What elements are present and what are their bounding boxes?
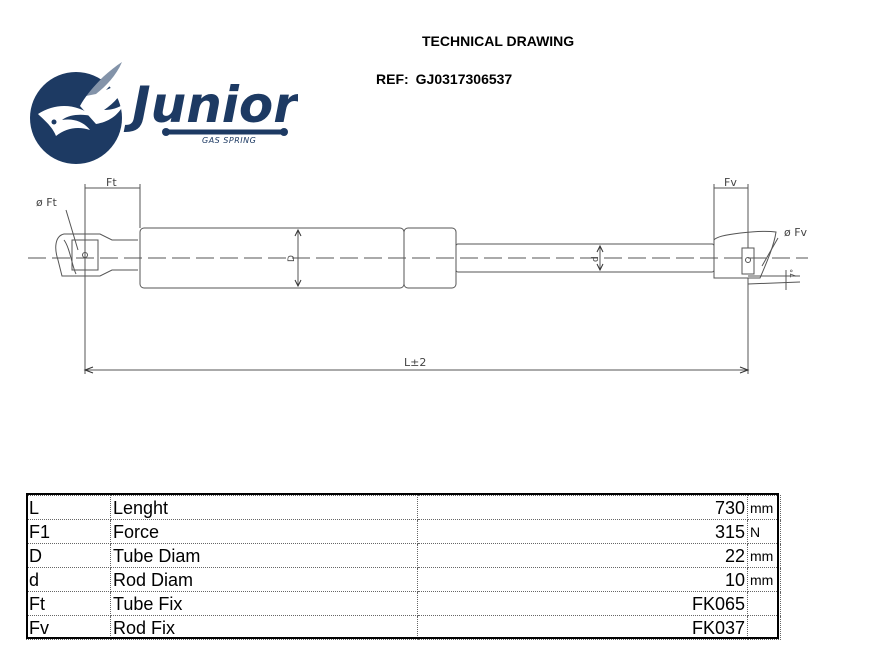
table-row: L Lenght 730 mm (26, 495, 781, 520)
piston-icon (162, 128, 288, 136)
row-value: 730 (417, 495, 748, 520)
row-label: Tube Fix (110, 591, 418, 616)
row-label: Force (110, 519, 418, 544)
ref-value: GJ0317306537 (415, 71, 513, 87)
brand-tagline: GAS SPRING (202, 136, 256, 145)
row-value: 315 (417, 519, 748, 544)
rod-fitting-socket (741, 247, 755, 275)
row-symbol: Ft (26, 591, 111, 616)
row-value: FK037 (417, 615, 748, 640)
row-symbol: L (26, 495, 111, 520)
table-row: d Rod Diam 10 mm (26, 567, 781, 592)
row-label: Rod Fix (110, 615, 418, 640)
fv-width-label: Fv (724, 176, 737, 189)
row-label: Tube Diam (110, 543, 418, 568)
row-unit: mm (747, 543, 781, 568)
spec-table: L Lenght 730 mm F1 Force 315 N D Tube Di… (26, 495, 781, 640)
row-value: 10 (417, 567, 748, 592)
row-label: Rod Diam (110, 567, 418, 592)
ft-diameter-label: ø Ft (36, 196, 58, 209)
table-row: Fv Rod Fix FK037 (26, 615, 781, 640)
row-symbol: F1 (26, 519, 111, 544)
table-row: F1 Force 315 N (26, 519, 781, 544)
reference: REF: GJ0317306537 (376, 71, 512, 87)
row-label: Lenght (110, 495, 418, 520)
drawing-title: TECHNICAL DRAWING (422, 33, 575, 49)
junior-logo: Junior GAS SPRING (30, 56, 298, 164)
gas-spring-drawing: Ft Fv ø Ft ø Fv D d L±2 7° (28, 176, 808, 374)
table-row: D Tube Diam 22 mm (26, 543, 781, 568)
tube-diameter-label: D (287, 255, 297, 262)
row-symbol: d (26, 567, 111, 592)
fv-diameter-label: ø Fv (784, 226, 808, 239)
angle-label: 7° (789, 269, 798, 278)
row-symbol: Fv (26, 615, 111, 640)
row-value: 22 (417, 543, 748, 568)
eagle-emblem-icon (30, 56, 130, 164)
rod-diameter-label: d (591, 256, 601, 262)
tube-end-fitting (55, 233, 138, 277)
length-label: L±2 (404, 356, 426, 369)
row-unit (747, 591, 781, 616)
row-symbol: D (26, 543, 111, 568)
brand-text: Junior (123, 76, 298, 134)
row-value: FK065 (417, 591, 748, 616)
ft-width-label: Ft (106, 176, 117, 189)
row-unit: N (747, 519, 781, 544)
rod-end-fitting (713, 231, 777, 279)
row-unit (747, 615, 781, 640)
row-unit: mm (747, 567, 781, 592)
table-row: Ft Tube Fix FK065 (26, 591, 781, 616)
ref-label: REF: (376, 71, 409, 87)
row-unit: mm (747, 495, 781, 520)
